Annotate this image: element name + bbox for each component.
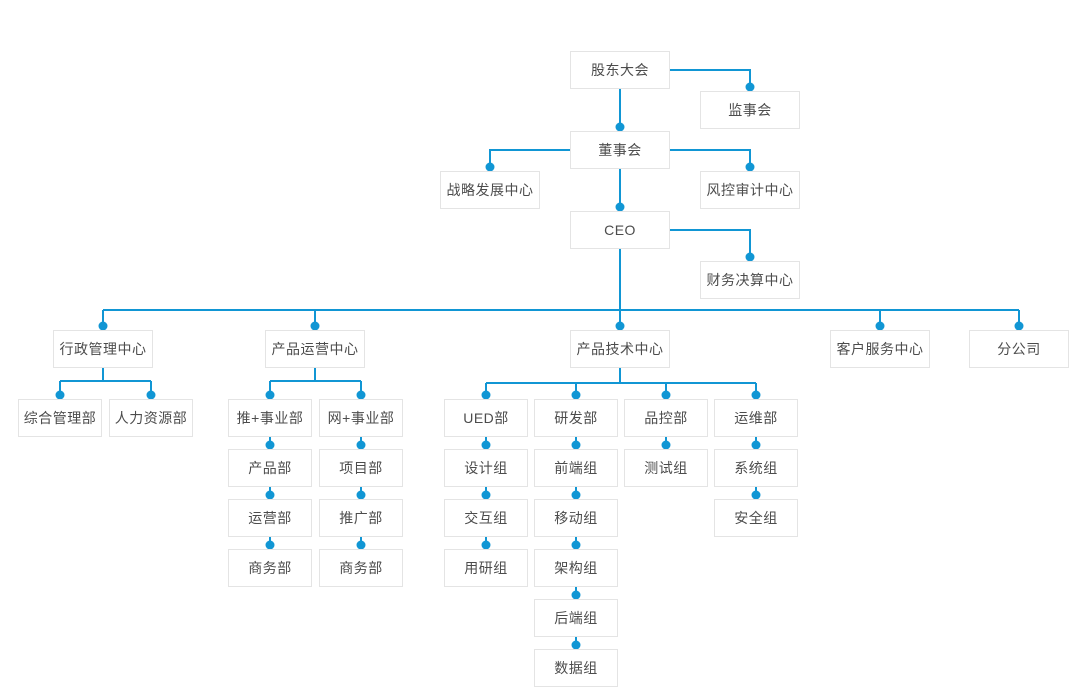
org-node-product-dept: 产品部 (228, 449, 312, 487)
org-node-operation-dept: 运营部 (228, 499, 312, 537)
org-node-testing-team: 测试组 (624, 449, 708, 487)
org-node-tui-business-dept: 推+事业部 (228, 399, 312, 437)
org-node-branch-company: 分公司 (969, 330, 1069, 368)
org-node-interaction-team: 交互组 (444, 499, 528, 537)
org-node-wang-business-dept: 网+事业部 (319, 399, 403, 437)
org-node-quality-control-dept: 品控部 (624, 399, 708, 437)
org-node-frontend-team: 前端组 (534, 449, 618, 487)
org-node-board-of-directors: 董事会 (570, 131, 670, 169)
org-node-product-operations-center: 产品运营中心 (265, 330, 365, 368)
connector-dots (55, 82, 1024, 650)
org-node-system-team: 系统组 (714, 449, 798, 487)
org-node-strategy-development-center: 战略发展中心 (440, 171, 540, 209)
org-node-backend-team: 后端组 (534, 599, 618, 637)
org-node-supervisory-board: 监事会 (700, 91, 800, 129)
org-node-hr-dept: 人力资源部 (109, 399, 193, 437)
org-node-rd-dept: 研发部 (534, 399, 618, 437)
org-node-promotion-dept: 推广部 (319, 499, 403, 537)
org-node-financial-settlement-center: 财务决算中心 (700, 261, 800, 299)
org-node-business-dept-2: 商务部 (319, 549, 403, 587)
org-node-ued-dept: UED部 (444, 399, 528, 437)
org-node-customer-service-center: 客户服务中心 (830, 330, 930, 368)
org-node-data-team: 数据组 (534, 649, 618, 687)
org-node-risk-audit-center: 风控审计中心 (700, 171, 800, 209)
org-node-mobile-team: 移动组 (534, 499, 618, 537)
org-node-design-team: 设计组 (444, 449, 528, 487)
org-node-general-management-dept: 综合管理部 (18, 399, 102, 437)
org-node-shareholders-meeting: 股东大会 (570, 51, 670, 89)
org-node-operations-maintenance-dept: 运维部 (714, 399, 798, 437)
org-node-security-team: 安全组 (714, 499, 798, 537)
org-node-business-dept-1: 商务部 (228, 549, 312, 587)
org-node-ceo: CEO (570, 211, 670, 249)
org-node-user-research-team: 用研组 (444, 549, 528, 587)
org-node-project-dept: 项目部 (319, 449, 403, 487)
org-node-architecture-team: 架构组 (534, 549, 618, 587)
org-node-product-technology-center: 产品技术中心 (570, 330, 670, 368)
org-node-admin-management-center: 行政管理中心 (53, 330, 153, 368)
